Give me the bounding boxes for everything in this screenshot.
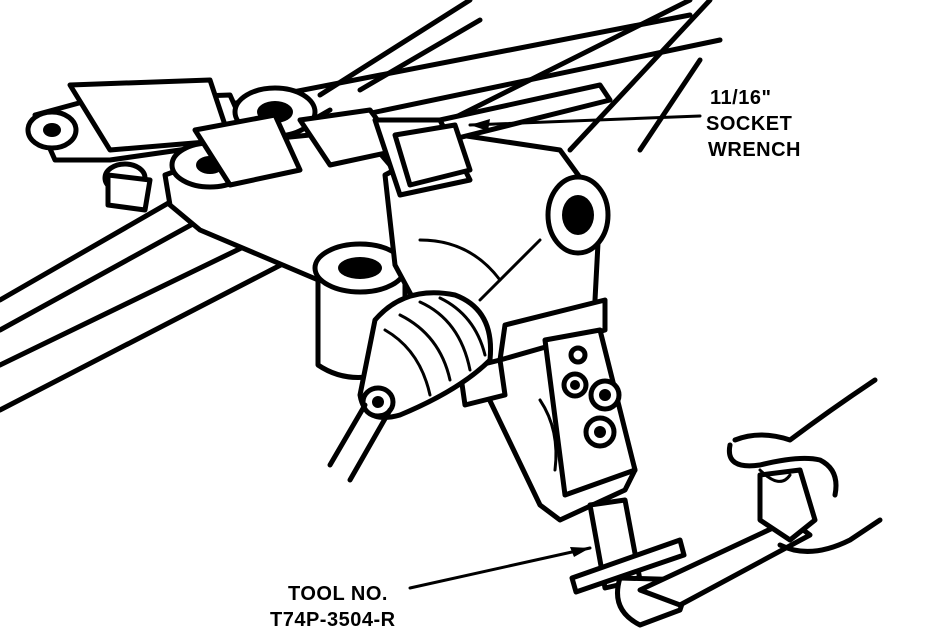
tool-callout: TOOL NO. T74P-3504-R [270,583,396,631]
shaft-rod [327,402,393,483]
wrench-label-line-3: WRENCH [708,139,801,161]
hand-outline [726,377,883,554]
wrench-callout: 11/16" SOCKET WRENCH [706,87,801,161]
wrench-label-line-1: 11/16" [710,87,771,109]
gear-housing [372,117,638,523]
tool-label-line-1: TOOL NO. [288,583,388,605]
tool-label-line-2: T74P-3504-R [270,609,396,631]
pitman-arm [162,85,423,288]
leader-lines [408,114,702,590]
wrench-label-line-2: SOCKET [706,113,792,135]
adjustment-tool [569,467,818,628]
